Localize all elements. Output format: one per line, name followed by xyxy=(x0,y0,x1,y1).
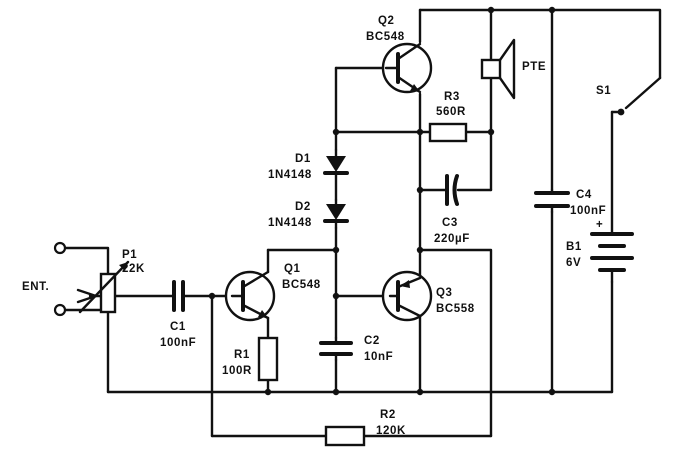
q2-body xyxy=(381,42,433,94)
q2-ref-label: Q2 xyxy=(378,15,395,27)
b1-plus-sign: + xyxy=(596,219,603,231)
d2-triangle xyxy=(326,204,346,220)
input-terminal-top xyxy=(53,241,67,255)
speaker-cone xyxy=(498,38,516,100)
c3-ref-label: C3 xyxy=(442,217,458,229)
p1-ref-label: P1 xyxy=(122,249,137,261)
q3-emitter-arrow xyxy=(400,280,410,288)
c4-ref-label: C4 xyxy=(576,189,592,201)
c2-capacitor: C2 10nF xyxy=(319,335,393,363)
wiring xyxy=(62,8,662,438)
feedback-wire xyxy=(418,248,493,438)
q3-body xyxy=(381,270,433,322)
s1-ref-label: S1 xyxy=(596,85,611,97)
b1-ref-label: B1 xyxy=(566,241,582,253)
junction-dot xyxy=(332,292,340,300)
junction-dot xyxy=(332,246,340,254)
r2-resistor: R2 120K xyxy=(324,409,406,447)
r1-body xyxy=(257,336,279,382)
q3-collector-lead xyxy=(396,303,422,318)
junction-dot xyxy=(416,388,424,396)
input-top-wire xyxy=(62,246,110,276)
b1-battery: + B1 6V xyxy=(566,219,634,284)
r3-ref-label: R3 xyxy=(444,91,460,103)
input-terminal-bottom xyxy=(53,303,67,317)
ent-label: ENT. xyxy=(22,281,49,293)
q1-body xyxy=(224,270,276,322)
c3-plate-right xyxy=(452,174,459,206)
d2-ref-label: D2 xyxy=(295,201,311,213)
d1-ref-label: D1 xyxy=(295,153,311,165)
r2-ref-label: R2 xyxy=(380,409,396,421)
q3-value-label: BC558 xyxy=(436,303,475,315)
q1-ref-label: Q1 xyxy=(284,263,301,275)
r3-resistor: R3 560R xyxy=(428,91,468,143)
d2-value-label: 1N4148 xyxy=(268,217,312,229)
c3-value-label: 220µF xyxy=(434,233,470,245)
p1-potentiometer: P1 22K xyxy=(76,249,145,314)
junction-dot xyxy=(332,128,340,136)
junction-dot xyxy=(416,128,424,136)
q3-transistor: Q3 BC558 xyxy=(381,270,475,322)
r1-resistor: R1 100R xyxy=(222,336,279,382)
r2-body xyxy=(324,425,366,447)
junction-dot xyxy=(416,246,424,254)
junction-dot xyxy=(548,6,556,14)
s1-lever xyxy=(624,76,662,110)
q1-transistor: Q1 BC548 xyxy=(224,263,321,322)
r3-body xyxy=(428,122,468,143)
c2-value-label: 10nF xyxy=(364,351,393,363)
junction-dot xyxy=(332,388,340,396)
r1-ref-label: R1 xyxy=(234,349,250,361)
c3-capacitor: C3 220µF xyxy=(434,174,470,245)
input-bottom-wire xyxy=(62,308,110,394)
q1-value-label: BC548 xyxy=(282,279,321,291)
q2-emitter-arrow xyxy=(410,84,420,92)
junction-dot xyxy=(548,388,556,396)
input-terminals: ENT. xyxy=(22,241,67,317)
q2-collector-lead xyxy=(396,42,422,61)
junction-dot xyxy=(487,6,495,14)
c2-ref-label: C2 xyxy=(364,335,380,347)
c1-capacitor: C1 100nF xyxy=(160,280,196,349)
p1-adjust-arrow xyxy=(78,260,130,314)
q3-ref-label: Q3 xyxy=(436,287,453,299)
junction-dot xyxy=(487,128,495,136)
junction-dot xyxy=(264,388,272,396)
pte-speaker: PTE xyxy=(480,38,546,100)
p1-body xyxy=(99,272,117,314)
b1-value-label: 6V xyxy=(566,257,581,269)
c4-value-label: 100nF xyxy=(570,205,606,217)
c4-capacitor: C4 100nF xyxy=(534,188,606,217)
q1-emitter-arrow xyxy=(258,310,268,318)
p1-value-label: 22K xyxy=(122,263,145,275)
r3-value-label: 560R xyxy=(436,106,466,118)
d1-value-label: 1N4148 xyxy=(268,169,312,181)
d1-diode: D1 1N4148 xyxy=(268,148,349,202)
c1-value-label: 100nF xyxy=(160,337,196,349)
junction-dot xyxy=(208,292,216,300)
pte-label: PTE xyxy=(522,61,546,73)
d1-triangle xyxy=(326,156,346,172)
top-rail-wire xyxy=(418,8,662,80)
c1-ref-label: C1 xyxy=(170,321,186,333)
q2-transistor: Q2 BC548 xyxy=(366,15,433,94)
junction-dot xyxy=(416,186,424,194)
p1-adjust-arrowhead xyxy=(119,262,128,271)
s1-switch: S1 xyxy=(596,76,662,116)
d2-diode: D2 1N4148 xyxy=(268,198,349,230)
p1-wiper-arrow xyxy=(76,288,98,304)
q1-collector-lead xyxy=(241,270,270,289)
junction-dots xyxy=(208,6,556,396)
r1-value-label: 100R xyxy=(222,365,252,377)
r2-value-label: 120K xyxy=(376,425,406,437)
q2-value-label: BC548 xyxy=(366,31,405,43)
speaker-magnet xyxy=(480,58,502,80)
